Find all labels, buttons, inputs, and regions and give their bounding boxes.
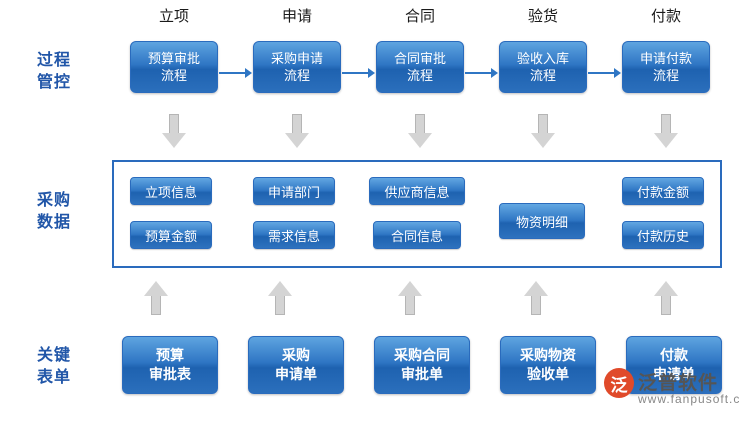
arrow-process-4-to-5 [588, 68, 621, 78]
column-header-shenqing: 申请 [281, 8, 312, 25]
row-label-procurement-data-line1: 采购 [36, 192, 71, 209]
form-box-payment-request-form[interactable]: 付款 申请单 [626, 336, 722, 394]
column-header-lixiang: 立项 [158, 8, 189, 25]
arrow-down-1 [162, 114, 186, 148]
process-box-purchase-request-line1: 采购申请 [270, 51, 323, 66]
process-box-acceptance-storage-line2: 流程 [529, 68, 556, 83]
process-box-payment-request[interactable]: 申请付款 流程 [622, 41, 710, 93]
form-box-purchase-request-form-line2: 申请单 [275, 366, 317, 382]
row-label-process-control: 过程 管控 [6, 50, 102, 94]
row-label-key-forms-line2: 表单 [36, 369, 71, 386]
arrow-up-2 [268, 281, 292, 315]
form-box-material-acceptance-form[interactable]: 采购物资 验收单 [500, 336, 596, 394]
process-box-purchase-request[interactable]: 采购申请 流程 [253, 41, 341, 93]
data-box-payment-amount[interactable]: 付款金额 [622, 177, 704, 205]
data-box-material-details[interactable]: 物资明细 [499, 203, 585, 239]
arrow-process-1-to-2 [219, 68, 252, 78]
process-box-contract-approval-line2: 流程 [406, 68, 433, 83]
form-box-contract-approval-form-line2: 审批单 [401, 366, 443, 382]
process-box-contract-approval-line1: 合同审批 [393, 51, 446, 66]
procurement-data-panel: 立项信息 申请部门 供应商信息 付款金额 物资明细 预算金额 需求信息 合同信息… [112, 160, 722, 268]
data-box-demand-info[interactable]: 需求信息 [253, 221, 335, 249]
row-label-key-forms: 关键 表单 [6, 345, 102, 389]
watermark-logo-icon: 泛 [604, 368, 634, 398]
arrow-down-2 [285, 114, 309, 148]
form-box-budget-approval-sheet-line1: 预算 [156, 347, 184, 363]
arrow-down-3 [408, 114, 432, 148]
process-box-payment-request-line1: 申请付款 [639, 51, 692, 66]
data-box-supplier-info[interactable]: 供应商信息 [369, 177, 465, 205]
arrow-process-3-to-4 [465, 68, 498, 78]
form-box-purchase-request-form-line1: 采购 [282, 347, 310, 363]
column-header-yanhuo: 验货 [527, 8, 558, 25]
data-box-payment-history[interactable]: 付款历史 [622, 221, 704, 249]
column-header-hetong: 合同 [404, 8, 435, 25]
process-box-acceptance-storage[interactable]: 验收入库 流程 [499, 41, 587, 93]
arrow-up-1 [144, 281, 168, 315]
form-box-contract-approval-form[interactable]: 采购合同 审批单 [374, 336, 470, 394]
watermark-url: www.fanpusoft.com [638, 392, 739, 406]
row-label-key-forms-line1: 关键 [36, 347, 71, 364]
arrow-down-4 [531, 114, 555, 148]
data-box-contract-info[interactable]: 合同信息 [373, 221, 461, 249]
form-box-contract-approval-form-line1: 采购合同 [394, 347, 450, 363]
data-box-lixiang-info[interactable]: 立项信息 [130, 177, 212, 205]
arrow-up-3 [398, 281, 422, 315]
process-box-payment-request-line2: 流程 [652, 68, 679, 83]
form-box-payment-request-form-line1: 付款 [660, 347, 688, 363]
process-box-budget-approval[interactable]: 预算审批 流程 [130, 41, 218, 93]
row-label-process-control-line1: 过程 [36, 52, 71, 69]
arrow-up-4 [524, 281, 548, 315]
row-label-procurement-data: 采购 数据 [6, 190, 102, 234]
data-box-budget-amount[interactable]: 预算金额 [130, 221, 212, 249]
form-box-material-acceptance-form-line2: 验收单 [527, 366, 569, 382]
form-box-purchase-request-form[interactable]: 采购 申请单 [248, 336, 344, 394]
arrow-up-5 [654, 281, 678, 315]
form-box-material-acceptance-form-line1: 采购物资 [520, 347, 576, 363]
row-label-procurement-data-line2: 数据 [36, 214, 71, 231]
data-box-request-department[interactable]: 申请部门 [253, 177, 335, 205]
process-box-contract-approval[interactable]: 合同审批 流程 [376, 41, 464, 93]
form-box-budget-approval-sheet-line2: 审批表 [149, 366, 191, 382]
form-box-payment-request-form-line2: 申请单 [653, 366, 695, 382]
arrow-process-2-to-3 [342, 68, 375, 78]
arrow-down-5 [654, 114, 678, 148]
form-box-budget-approval-sheet[interactable]: 预算 审批表 [122, 336, 218, 394]
process-box-acceptance-storage-line1: 验收入库 [516, 51, 569, 66]
watermark: 泛 泛普软件 www.fanpusoft.com [604, 364, 739, 416]
process-box-budget-approval-line2: 流程 [160, 68, 187, 83]
row-label-process-control-line2: 管控 [36, 74, 71, 91]
process-box-purchase-request-line2: 流程 [283, 68, 310, 83]
watermark-name: 泛普软件 [638, 373, 719, 394]
column-header-fukuan: 付款 [650, 8, 681, 25]
process-box-budget-approval-line1: 预算审批 [147, 51, 200, 66]
